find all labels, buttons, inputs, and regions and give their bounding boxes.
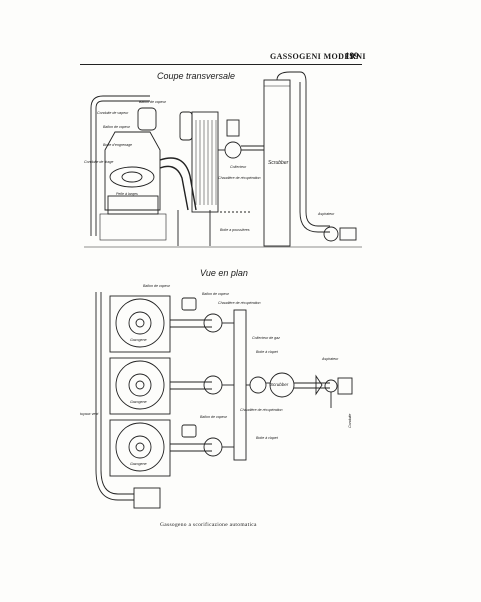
label-ballon-vapeur: Ballon de vapeur <box>139 100 166 104</box>
label-collecteur: Collecteur <box>230 165 247 169</box>
figure-bottom-title: Vue en plan <box>200 268 248 278</box>
label-plan-chaudiere-a: Chaudière de récupération <box>218 301 261 305</box>
label-gazogene-a: Gazogene <box>130 338 147 342</box>
label-scrubber: Scrubber <box>268 160 289 166</box>
label-plan-collecteur: Collecteur de gaz <box>252 336 280 340</box>
label-plan-ballon-b: Ballon de vapeur <box>202 292 229 296</box>
label-conduite: Conduite <box>348 413 352 428</box>
label-plan-aspirateur: Aspirateur <box>322 357 339 361</box>
label-tuyaux: tuyaux vent <box>80 412 99 416</box>
gasifier-body <box>104 131 161 211</box>
label-ballon-vapeur-2: Ballon de vapeur <box>103 125 130 129</box>
label-plan-scrubber: Scrubber <box>270 382 289 387</box>
label-conduite-vapeur: Conduite de vapeur <box>97 111 129 115</box>
plan-scrubber <box>269 372 295 398</box>
running-header-title: GASSOGENI MODERNI <box>270 52 366 61</box>
collector <box>224 141 242 159</box>
gasifier-plan-3 <box>109 419 171 477</box>
recovery-boiler <box>191 111 219 213</box>
label-plan-boite-clapet-a: Boite à clapet <box>256 350 278 354</box>
gasifier-plan-1 <box>109 295 171 353</box>
label-plan-boite-clapet-b: Boite à clapet <box>256 436 278 440</box>
label-conduite-tirage: Conduite de tirage <box>84 160 114 164</box>
label-gazogene-b: Gazogene <box>130 400 147 404</box>
label-plan-ballon-c: Ballon de vapeur <box>200 415 227 419</box>
label-gazogene-c: Gazogene <box>130 462 147 466</box>
gasifier-plan-2 <box>109 357 171 415</box>
plan-aspirator-box <box>133 487 161 509</box>
figure-top-title: Coupe transversale <box>157 71 236 81</box>
label-chaudiere: Chaudière de récupération <box>218 176 261 180</box>
label-pelle-larges: Pelle à larges <box>116 192 138 196</box>
label-plan-ballon-a: Ballon de vapeur <box>143 284 170 288</box>
label-bouche: Boite a poussières <box>220 228 250 232</box>
label-boite-engrenage: Boite d'engrenage <box>103 143 133 147</box>
figure-caption: Gassogeno a scorificazione automatica <box>160 522 257 528</box>
label-aspirateur: Aspirateur <box>318 212 335 216</box>
header-rule <box>80 64 362 65</box>
label-plan-chaudiere-b: Chaudière de récupération <box>240 408 283 412</box>
page-number: 199 <box>345 51 359 61</box>
plan-collector <box>233 309 247 461</box>
